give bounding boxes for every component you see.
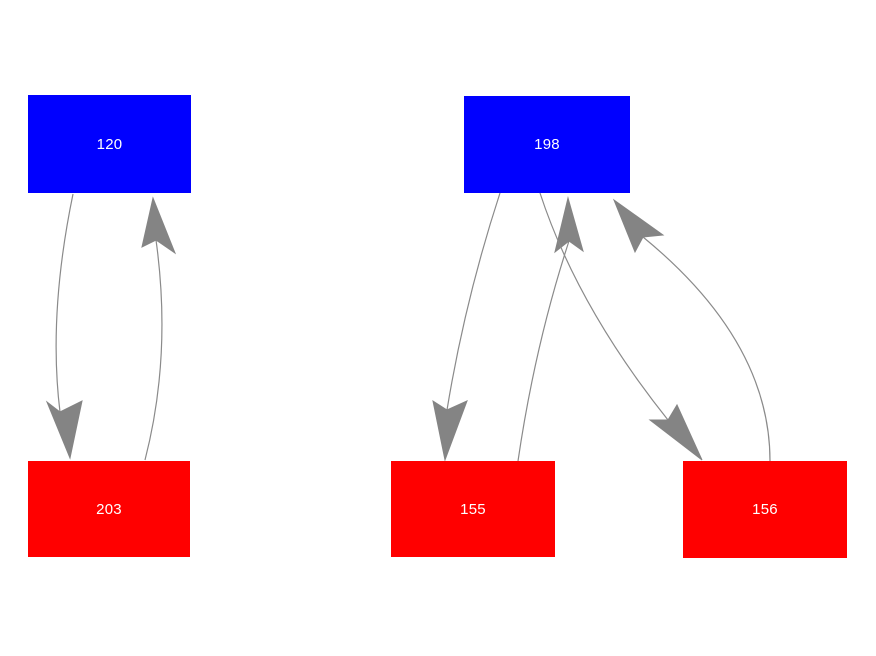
edge-198-to-156-arrowhead <box>648 403 703 461</box>
edge-155-to-198-arrowhead <box>554 196 584 254</box>
node-203: 203 <box>28 461 190 557</box>
node-label-155: 155 <box>460 500 486 518</box>
edge-198-to-155-arrowhead <box>432 399 468 462</box>
edge-120-to-203 <box>55 193 74 413</box>
edge-156-to-198-arrowhead <box>612 198 665 254</box>
node-label-203: 203 <box>96 500 122 518</box>
edge-198-to-155 <box>446 192 501 411</box>
edge-156-to-198 <box>642 236 771 462</box>
edge-155-to-198 <box>517 240 570 462</box>
node-198: 198 <box>464 96 630 193</box>
edge-203-to-120 <box>144 239 163 461</box>
node-label-198: 198 <box>534 136 560 153</box>
node-120: 120 <box>28 95 191 193</box>
edge-198-to-156 <box>539 192 669 421</box>
edge-120-to-203-arrowhead <box>45 400 83 460</box>
node-155: 155 <box>391 461 555 557</box>
node-156: 156 <box>683 461 847 558</box>
node-label-120: 120 <box>96 135 123 153</box>
node-label-156: 156 <box>752 501 778 518</box>
edge-203-to-120-arrowhead <box>141 196 177 255</box>
